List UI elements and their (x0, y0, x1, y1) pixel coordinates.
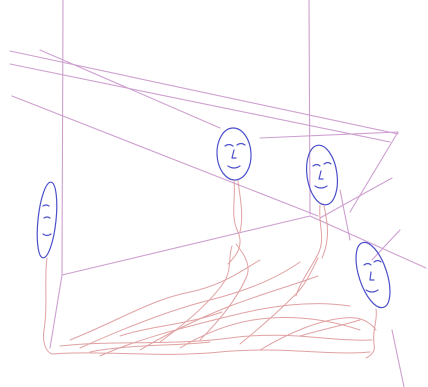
face-center-right-outline (303, 143, 341, 207)
face-center-right-nose (319, 171, 323, 179)
frame-line-bottom-right (392, 330, 404, 387)
face-right-outline (349, 238, 397, 311)
frame-line-right-edge (372, 230, 400, 260)
face-center-right-eye-left (313, 165, 320, 167)
vine-stem-upper-center (228, 180, 240, 264)
face-right-mouth (366, 290, 378, 292)
frame-line-right-box-top (260, 132, 398, 138)
face-center-right (303, 143, 341, 207)
face-upper-center-eye-left (225, 145, 233, 147)
face-upper-center-nose (232, 150, 236, 158)
frame-line-right-diag (340, 190, 350, 240)
frame-line-top-diag-3 (12, 96, 318, 216)
face-center-right-mouth (315, 186, 327, 188)
face-right (349, 238, 397, 311)
face-right-eye-right (374, 261, 381, 263)
face-left-wall-eye-1 (43, 205, 49, 206)
vine-floor-3 (70, 260, 260, 340)
face-right-eye-left (364, 264, 371, 266)
vine-floor-8 (200, 244, 248, 340)
vine-stem-upper-center-2 (238, 181, 242, 232)
frame-line-right-box-bottom (320, 178, 392, 218)
vine-floor-10 (240, 258, 318, 344)
vine-stem-left (43, 258, 52, 354)
vine-floor-2 (60, 335, 372, 346)
face-left-wall (34, 181, 60, 258)
frame-line-floor-left (62, 216, 310, 275)
face-upper-center-outline (216, 127, 253, 181)
face-right-nose (370, 272, 374, 280)
vine-stem-right (366, 309, 376, 358)
face-upper-center (216, 127, 253, 181)
vine-floor-11 (260, 318, 376, 350)
frame-line-vertical-left (62, 0, 63, 275)
vine-floor-9 (160, 246, 232, 342)
face-left-wall-mouth (43, 234, 51, 236)
face-upper-center-eye-right (237, 144, 245, 146)
frame-line-ceiling (40, 50, 220, 128)
face-left-wall-eye-2 (44, 217, 50, 218)
frame-line-bottom-left (50, 275, 62, 348)
face-center-right-eye-right (324, 163, 331, 165)
face-left-wall-outline (34, 181, 60, 258)
face-upper-center-mouth (228, 166, 240, 168)
vine-strokes (43, 180, 376, 358)
frame-line-vertical-right (309, 0, 310, 214)
frame-line-right-box-side (350, 132, 398, 212)
frame-line-top-diag-2 (10, 64, 390, 142)
